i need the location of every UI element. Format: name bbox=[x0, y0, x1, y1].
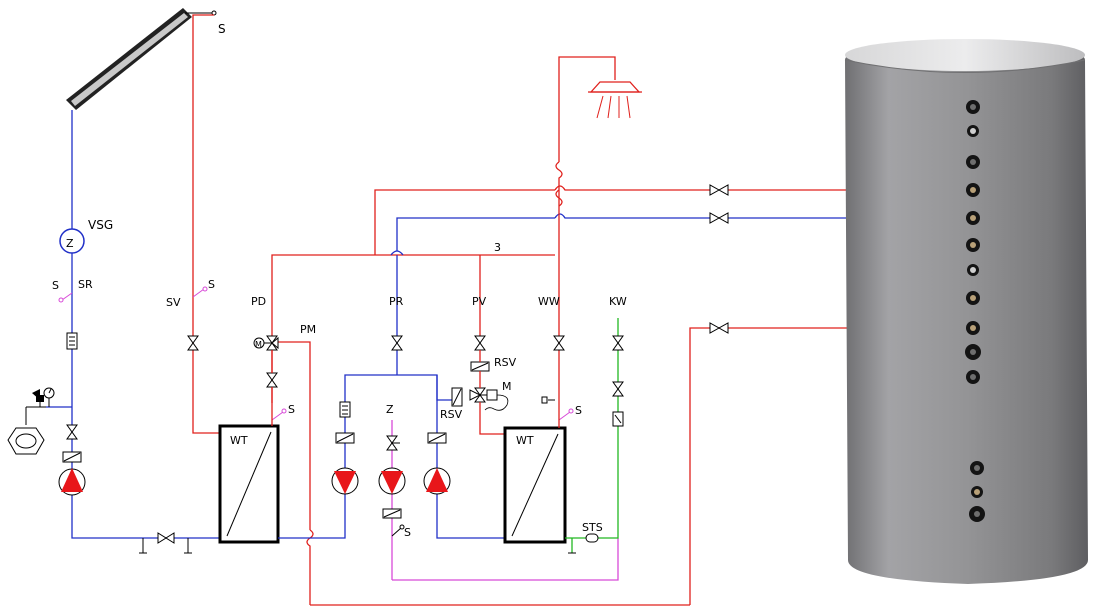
sv-label: SV bbox=[166, 296, 181, 309]
pm-line bbox=[278, 341, 311, 530]
pump-secondary-left-icon bbox=[331, 401, 359, 495]
rsv-left-label: RSV bbox=[440, 408, 463, 421]
sv-sensor: SV S bbox=[166, 278, 215, 309]
wt-left-label: WT bbox=[230, 434, 248, 447]
vsg-label: VSG bbox=[88, 218, 113, 232]
tank-valve-low-icon bbox=[709, 322, 729, 334]
kw-valve-icon bbox=[612, 335, 624, 427]
collector-sensor-label: S bbox=[218, 22, 226, 36]
ww-label: WW bbox=[538, 295, 560, 308]
left-valve-icon bbox=[66, 424, 78, 440]
sv-valve-icon bbox=[187, 335, 199, 351]
sv-sensor-s-label: S bbox=[208, 278, 215, 291]
sts-label: STS bbox=[582, 521, 603, 534]
ww-valve-icon bbox=[553, 335, 565, 351]
svg-text:M: M bbox=[255, 340, 262, 349]
pv-label: PV bbox=[472, 295, 487, 308]
sts-sensor: STS bbox=[582, 521, 603, 543]
kw-label: KW bbox=[609, 295, 627, 308]
tank-valve-top-icon bbox=[709, 184, 729, 196]
pd-label: PD bbox=[251, 295, 266, 308]
pm-line-crossover bbox=[306, 529, 314, 605]
rsv-three-way-valve-icon: RSV M bbox=[440, 380, 512, 421]
z-sensor-s-label: S bbox=[404, 526, 411, 539]
solar-flow-line bbox=[192, 14, 220, 434]
safety-group bbox=[25, 387, 55, 425]
rsv-left-line bbox=[436, 375, 458, 401]
storage-tank bbox=[844, 39, 1088, 584]
rsv-top-label: RSV bbox=[494, 356, 517, 369]
pd-lower-valve-icon bbox=[266, 372, 278, 388]
solar-collector: S bbox=[66, 8, 226, 110]
tank-ports bbox=[965, 100, 985, 522]
wt-right-s-label: S bbox=[575, 404, 582, 417]
cold-water-line bbox=[565, 318, 619, 554]
wt-right-label: WT bbox=[516, 434, 534, 447]
circulation-line bbox=[392, 538, 619, 581]
tank-valve-mid-icon bbox=[709, 212, 729, 224]
shower-head-icon bbox=[588, 81, 642, 119]
vsg-symbol: Z bbox=[66, 237, 74, 250]
pr-label: PR bbox=[389, 295, 404, 308]
primary-return-line bbox=[278, 374, 505, 539]
circulation-pump-icon: S bbox=[378, 420, 411, 580]
sr-label: SR bbox=[78, 278, 93, 291]
wt-left-s-label: S bbox=[288, 403, 295, 416]
sr-sensor-s-label: S bbox=[52, 279, 59, 292]
z-label: Z bbox=[386, 403, 394, 416]
sr-sensor: S SR bbox=[52, 278, 93, 303]
hot-water-line bbox=[541, 56, 616, 428]
left-heat-exchanger: WT S bbox=[218, 403, 295, 544]
pm-label: PM bbox=[300, 323, 316, 336]
solar-pump-icon bbox=[58, 468, 86, 496]
right-heat-exchanger: WT S bbox=[503, 404, 582, 544]
pr-valve-icon bbox=[391, 335, 403, 351]
pv-to-wt-line bbox=[479, 402, 505, 435]
pd-mixing-valve-icon: M bbox=[253, 335, 279, 351]
expansion-vessel-icon bbox=[7, 427, 45, 455]
m-label: M bbox=[502, 380, 512, 393]
bottom-left-valve-icon bbox=[139, 532, 192, 554]
pv-valve-icon: RSV bbox=[470, 335, 517, 372]
pump-secondary-right-icon bbox=[423, 432, 451, 495]
vsg-flowmeter: Z VSG bbox=[59, 218, 113, 254]
three-label: 3 bbox=[494, 241, 501, 254]
